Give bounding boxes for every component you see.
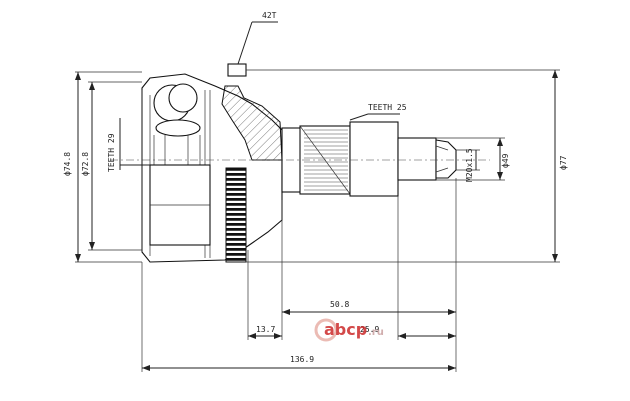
- watermark-logo: аbcp .ru: [314, 318, 384, 342]
- label-ring-offset: 13.7: [256, 325, 275, 334]
- label-total-diameter: ф77: [559, 155, 568, 170]
- abs-ring-tooth: [226, 188, 246, 191]
- label-thread-length: 25.9: [360, 325, 379, 334]
- ball-cage: [153, 83, 201, 166]
- main-shaft: [281, 121, 457, 197]
- abs-ring-tooth: [226, 243, 246, 246]
- abs-ring-tooth: [226, 223, 246, 226]
- abs-ring-tooth: [226, 193, 246, 196]
- abs-ring-tooth: [226, 248, 246, 251]
- label-shaft-spline: TEETH 25: [368, 103, 407, 112]
- label-thread: M20x1.5: [465, 148, 474, 182]
- abs-ring: [225, 167, 247, 263]
- label-total-length: 136.9: [290, 355, 314, 364]
- abs-ring-tooth: [226, 203, 246, 206]
- arrowheads: [75, 70, 558, 371]
- label-shaft-diameter: ф49: [501, 153, 510, 168]
- label-42t: 42T: [262, 11, 277, 20]
- top-notch: [227, 63, 247, 77]
- abs-ring-tooth: [226, 183, 246, 186]
- abs-ring-tooth: [226, 238, 246, 241]
- label-shaft-length: 50.8: [330, 300, 349, 309]
- abs-ring-tooth: [226, 228, 246, 231]
- abs-ring-tooth: [226, 198, 246, 201]
- watermark-domain: .ru: [368, 327, 384, 338]
- abs-ring-tooth: [226, 173, 246, 176]
- label-seal-diameter: ф72.8: [81, 152, 90, 176]
- watermark-brand: аbcp: [324, 320, 367, 339]
- abs-ring-tooth: [226, 168, 246, 171]
- label-outer-diameter: ф74.8: [63, 152, 72, 176]
- abs-ring-tooth: [226, 213, 246, 216]
- abs-ring-tooth: [226, 253, 246, 256]
- abs-ring-tooth: [226, 178, 246, 181]
- shaft-spline: [304, 129, 348, 191]
- abs-ring-tooth: [226, 233, 246, 236]
- abs-ring-tooth: [226, 208, 246, 211]
- abs-ring-tooth: [226, 218, 246, 221]
- watermark-circle: [314, 318, 338, 342]
- label-inner-spline: TEETH 29: [107, 133, 116, 172]
- abs-ring-tooth: [226, 258, 246, 261]
- inner-race: [149, 164, 211, 246]
